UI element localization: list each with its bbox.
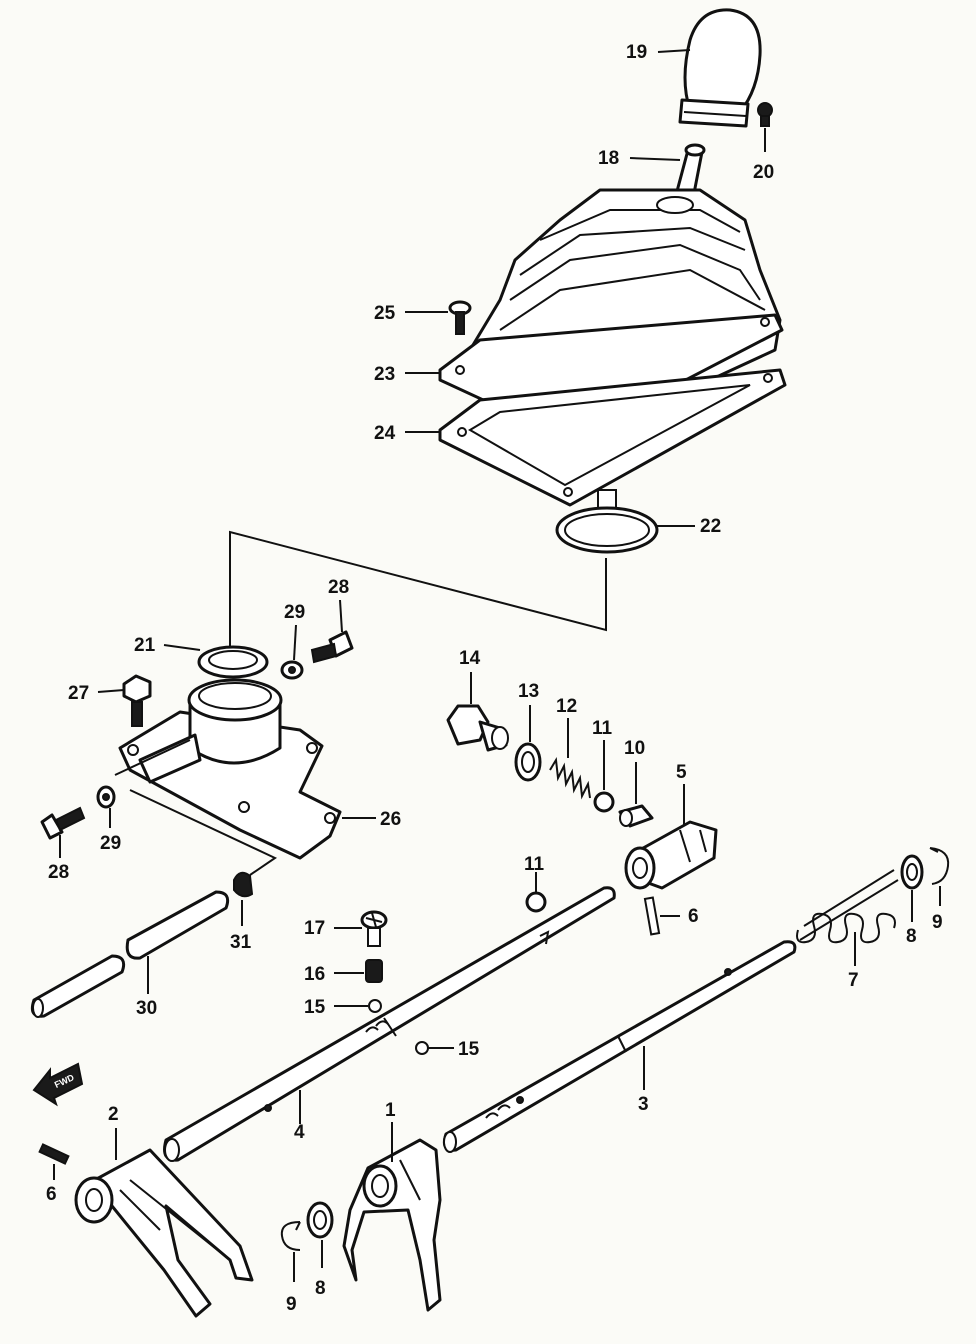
callout-29a: 29 [284,602,305,623]
callout-25: 25 [374,303,396,324]
callout-5: 5 [676,762,687,783]
part-4-shift-shaft [163,886,616,1162]
callout-21: 21 [134,635,156,656]
callout-9b: 9 [286,1294,297,1315]
part-26-lever-housing [118,678,342,860]
leader-19 [657,49,691,53]
callout-26: 26 [380,809,401,830]
leader-21 [163,644,201,651]
part-1-shift-fork [342,1138,442,1312]
callout-20: 20 [753,162,774,183]
callout-10: 10 [624,738,645,759]
leader-28a [339,599,343,633]
forward-direction-arrow: FWD [32,1062,84,1107]
callout-23: 23 [374,364,395,385]
part-22-boot-ring [555,489,659,554]
part-10-pin [618,804,654,828]
callout-30: 30 [136,998,157,1019]
callout-22: 22 [700,516,721,537]
part-13-washer [514,742,542,782]
callout-28a: 28 [328,577,349,598]
part-11-ball-lower [525,891,547,913]
assembly-connector-line [229,530,607,655]
callout-4: 4 [294,1122,305,1143]
part-12-spring [549,756,591,800]
part-6-pin-right [643,896,661,936]
part-15-ball-upper [368,999,382,1013]
callout-13: 13 [518,681,539,702]
callout-14: 14 [459,648,481,669]
callout-31: 31 [230,932,252,953]
callout-12: 12 [556,696,577,717]
callout-19: 19 [626,42,647,63]
callout-8a: 8 [906,926,917,947]
callout-7: 7 [848,970,859,991]
callout-15a: 15 [304,997,326,1018]
callout-27: 27 [68,683,89,704]
part-28-bolt-upper [310,630,354,664]
part-28-bolt-lower [40,806,86,840]
part-31-pin [233,871,254,898]
leader-27 [97,689,125,693]
leader-29a [293,624,297,661]
callout-6a: 6 [688,906,699,927]
housing-assembly-line [114,739,278,876]
callout-24: 24 [374,423,396,444]
callout-2: 2 [108,1104,119,1125]
part-6-pin-left [38,1143,70,1165]
part-15-ball-lower [415,1041,429,1055]
part-9-clip-lower [280,1221,301,1251]
part-7-spring [796,869,899,944]
part-8-washer-lower [306,1201,334,1239]
part-19-shift-knob [678,8,762,128]
callout-11b: 11 [524,854,545,875]
part-5-shift-yoke [624,820,718,890]
part-20-screw [757,102,773,127]
callout-11a: 11 [592,718,613,739]
callout-1: 1 [385,1100,396,1121]
callout-3: 3 [638,1094,649,1115]
leader-18 [629,157,681,161]
part-30-rod [30,890,230,1018]
part-29-washer-upper [280,660,304,680]
callout-15b: 15 [458,1039,480,1060]
part-29-washer-lower [96,785,116,809]
part-2-shift-fork [74,1148,254,1318]
part-25-screw [448,300,472,335]
part-27-bolt [122,674,152,727]
part-14-plug [446,704,509,752]
callout-29b: 29 [100,833,121,854]
callout-18: 18 [598,148,619,169]
part-24-gasket [438,368,787,507]
callout-8b: 8 [315,1278,326,1299]
part-16-spring [365,959,383,983]
callout-16: 16 [304,964,325,985]
part-17-bolt [360,910,388,947]
part-8-washer-upper [900,854,924,890]
callout-6b: 6 [46,1184,57,1205]
part-21-seal [197,645,269,679]
callout-28b: 28 [48,862,69,883]
part-9-clip-upper [929,847,950,885]
part-11-ball-upper [593,791,615,813]
callout-9a: 9 [932,912,943,933]
part-3-shift-shaft [442,940,797,1153]
callout-17: 17 [304,918,325,939]
